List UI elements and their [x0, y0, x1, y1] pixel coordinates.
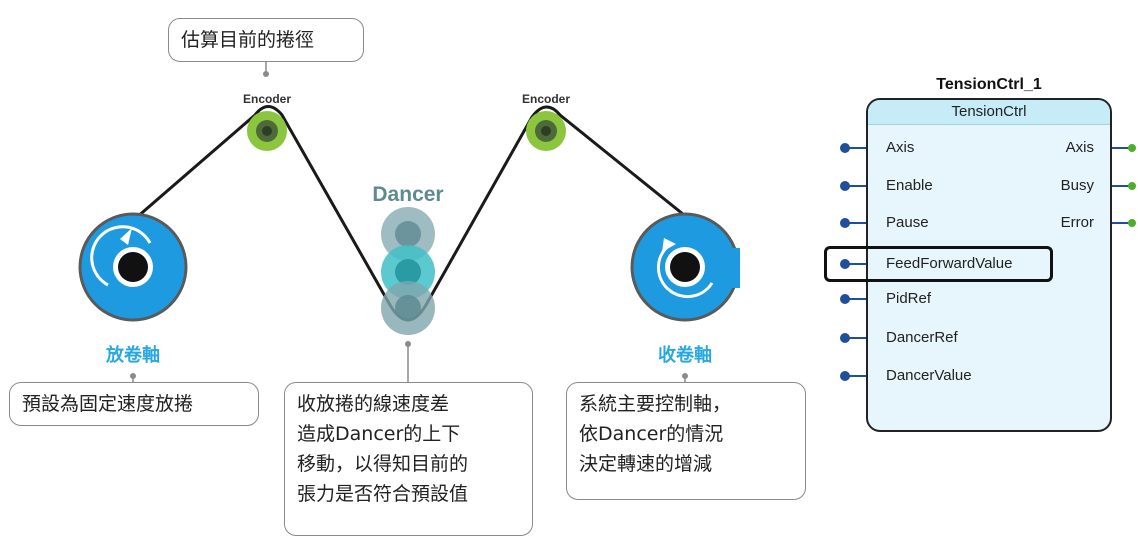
input-dancervalue[interactable]: DancerValue	[886, 367, 972, 384]
callout-right-line: 決定轉速的增減	[579, 453, 713, 475]
input-pidref[interactable]: PidRef	[886, 290, 932, 307]
rotation-arrow-icon	[120, 228, 132, 245]
feedforward-highlight-box	[824, 246, 1053, 282]
encoder-right-label: Encoder	[522, 92, 570, 106]
encoder-right	[526, 111, 566, 151]
callout-rewind: 系統主要控制軸， 依Dancer的情況 決定轉速的增減	[566, 382, 806, 500]
dancer-label: Dancer	[372, 183, 443, 206]
right-callout-dot	[682, 373, 688, 379]
encoder-left-label: Encoder	[243, 92, 291, 106]
callout-left-text: 預設為固定速度放捲	[22, 393, 194, 415]
function-block[interactable]: TensionCtrl	[866, 98, 1112, 432]
output-pins	[1110, 144, 1136, 227]
middle-callout-dot	[405, 341, 411, 347]
callout-diameter-estimate: 估算目前的捲徑	[168, 18, 364, 62]
callout-dancer: 收放捲的線速度差 造成Dancer的上下 移動，以得知目前的 張力是否符合預設值	[284, 382, 533, 536]
input-pause[interactable]: Pause	[886, 214, 929, 231]
top-callout-dot	[263, 71, 269, 77]
fb-instance-name: TensionCtrl_1	[936, 76, 1042, 93]
input-feedforwardvalue[interactable]: FeedForwardValue	[886, 255, 1013, 272]
output-busy[interactable]: Busy	[1060, 177, 1094, 194]
input-pins	[840, 143, 866, 381]
rewind-roll-edge	[726, 248, 740, 288]
callout-right-line: 依Dancer的情況	[579, 423, 724, 445]
callout-top-text: 估算目前的捲徑	[181, 29, 315, 51]
output-axis[interactable]: Axis	[1065, 139, 1094, 156]
callout-right-line: 系統主要控制軸，	[579, 393, 732, 415]
rewind-label: 收卷軸	[658, 344, 712, 366]
unwind-roll	[78, 212, 188, 322]
rotation-arrow-icon	[662, 238, 676, 252]
dancer-roller	[381, 207, 435, 335]
input-axis[interactable]: Axis	[886, 139, 915, 156]
input-enable[interactable]: Enable	[886, 177, 933, 194]
callout-middle-line: 收放捲的線速度差	[297, 393, 450, 415]
rewind-roll	[630, 212, 740, 322]
unwind-label: 放卷軸	[105, 344, 160, 366]
callout-middle-line: 張力是否符合預設值	[297, 483, 469, 505]
fb-type-name: TensionCtrl	[868, 100, 1110, 125]
output-error[interactable]: Error	[1060, 214, 1094, 231]
callout-unwind: 預設為固定速度放捲	[9, 382, 259, 426]
encoder-left	[247, 111, 287, 151]
callout-middle-line: 移動，以得知目前的	[297, 453, 469, 475]
callout-middle-line: 造成Dancer的上下	[297, 423, 461, 445]
left-callout-dot	[130, 373, 136, 379]
input-dancerref[interactable]: DancerRef	[886, 329, 958, 346]
